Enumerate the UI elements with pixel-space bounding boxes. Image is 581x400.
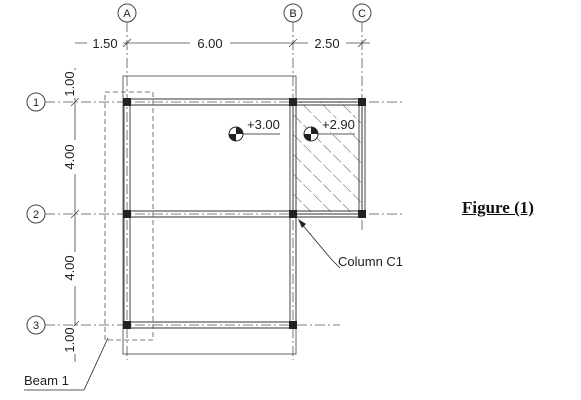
dim-left-2: 4.00 — [62, 144, 77, 169]
column-b2 — [289, 210, 297, 218]
column-c2 — [358, 210, 366, 218]
dim-left-1: 1.00 — [62, 71, 77, 96]
dim-top-3: 2.50 — [314, 36, 339, 51]
dim-left-3: 4.00 — [62, 255, 77, 280]
svg-text:2: 2 — [33, 209, 39, 221]
level-marker-icon — [228, 126, 280, 142]
columns — [123, 98, 366, 329]
level-marker-icon — [303, 126, 355, 142]
left-dimension-line — [70, 68, 80, 362]
column-b3 — [289, 321, 297, 329]
slab-level-text: +3.00 — [247, 117, 280, 132]
hatched-level-text: +2.90 — [322, 117, 355, 132]
svg-text:1: 1 — [33, 97, 39, 109]
beam-1-leader — [24, 337, 109, 391]
beam-1-label: Beam 1 — [24, 373, 69, 388]
column-a3 — [123, 321, 131, 329]
row-bubble-2: 2 — [26, 204, 46, 224]
column-b1 — [289, 98, 297, 106]
column-bubble-a: A — [117, 3, 137, 23]
dim-top-1: 1.50 — [92, 36, 117, 51]
column-c1 — [358, 98, 366, 106]
row-bubble-1: 1 — [26, 92, 46, 112]
column-bubble-c: C — [352, 3, 372, 23]
column-c1-leader — [298, 219, 341, 269]
svg-text:C: C — [358, 8, 366, 20]
column-a1 — [123, 98, 131, 106]
svg-text:3: 3 — [33, 320, 39, 332]
dim-left-4: 1.00 — [62, 327, 77, 352]
dim-top-2: 6.00 — [197, 36, 222, 51]
figure-title: Figure (1) — [462, 198, 534, 217]
horizontal-grid-lines — [45, 101, 405, 326]
svg-text:A: A — [123, 8, 131, 20]
row-bubble-3: 3 — [26, 315, 46, 335]
column-c1-label: Column C1 — [338, 254, 403, 269]
beam-1-outline — [104, 91, 154, 341]
svg-text:B: B — [289, 8, 296, 20]
column-a2 — [123, 210, 131, 218]
column-bubble-b: B — [283, 3, 303, 23]
